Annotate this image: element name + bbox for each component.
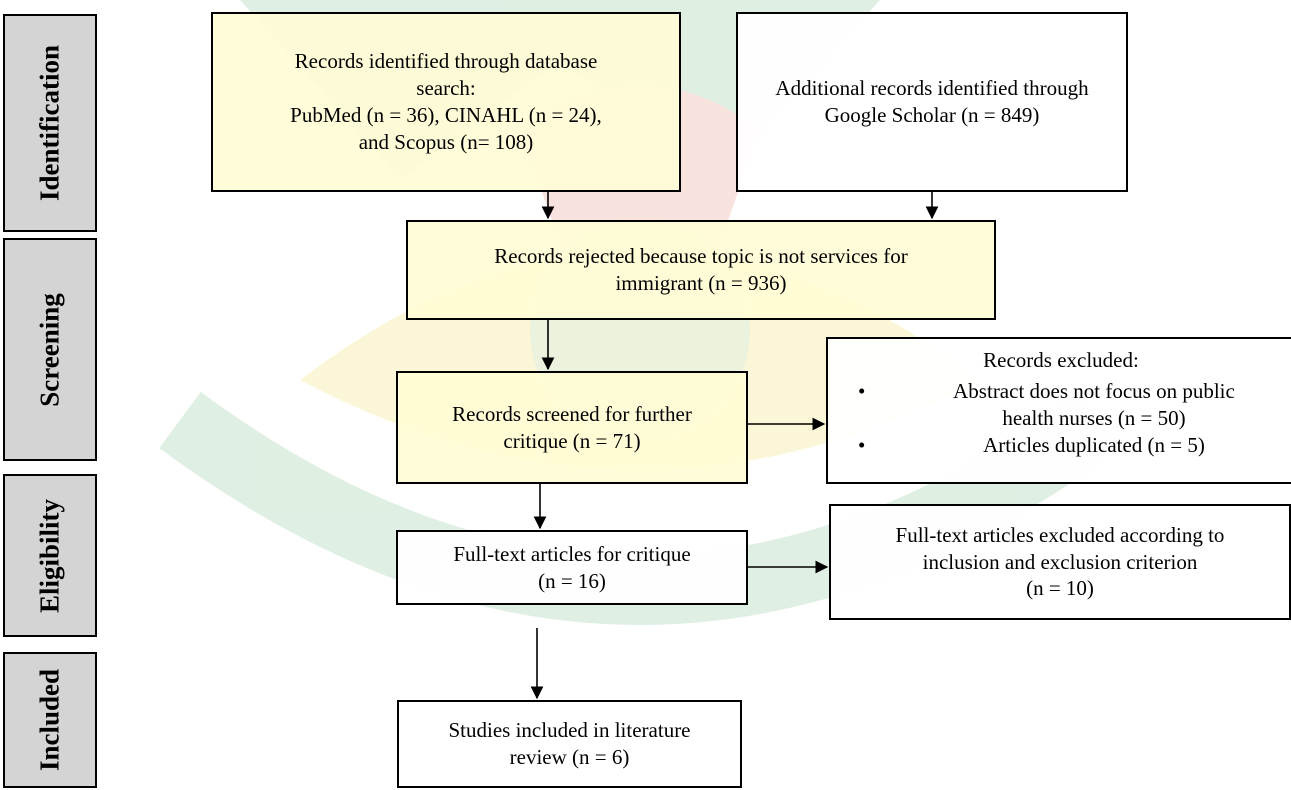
list-item-text: health nurses (n = 50)	[1002, 405, 1186, 430]
box-text: (n = 16)	[538, 568, 606, 593]
box-text: Records rejected because topic is not se…	[494, 244, 908, 269]
database-search-box: Records identified through database sear…	[211, 12, 681, 192]
box-text: Studies included in literature	[448, 718, 691, 743]
box-title: Records excluded:	[983, 348, 1139, 372]
list-item-text: Abstract does not focus on public	[953, 378, 1235, 403]
box-text: Records identified through database	[294, 49, 598, 74]
list-item: • Articles duplicated (n = 5)	[838, 432, 1284, 459]
stage-label: Included	[34, 668, 65, 772]
stage-eligibility: Eligibility	[3, 474, 97, 637]
box-text: inclusion and exclusion criterion	[922, 549, 1198, 574]
full-text-excluded-box: Full-text articles excluded according to…	[829, 504, 1291, 620]
box-text: search:	[416, 76, 476, 101]
bullet-icon: •	[858, 432, 866, 457]
stage-included: Included	[3, 652, 97, 788]
records-excluded-box: Records excluded: • Abstract does not fo…	[826, 337, 1291, 484]
box-text: Additional records identified through	[775, 76, 1089, 101]
box-text: Full-text articles for critique	[453, 541, 691, 566]
full-text-articles-box: Full-text articles for critique (n = 16)	[396, 530, 748, 605]
stage-screening: Screening	[3, 238, 97, 461]
rejected-records-box: Records rejected because topic is not se…	[406, 220, 996, 320]
stage-label: Eligibility	[34, 498, 65, 613]
box-text: Google Scholar (n = 849)	[824, 103, 1040, 127]
box-text: immigrant (n = 936)	[615, 271, 787, 295]
bullet-icon: •	[858, 378, 866, 403]
studies-included-box: Studies included in literature review (n…	[397, 700, 742, 788]
screened-records-box: Records screened for further critique (n…	[396, 371, 748, 484]
list-item: • Abstract does not focus on public heal…	[838, 378, 1284, 432]
google-scholar-box: Additional records identified through Go…	[736, 12, 1128, 192]
list-item-text: Articles duplicated (n = 5)	[983, 432, 1205, 457]
box-text: (n = 10)	[1026, 576, 1094, 601]
stage-label: Identification	[34, 44, 65, 202]
box-text: Full-text articles excluded according to	[895, 522, 1225, 547]
excluded-list: • Abstract does not focus on public heal…	[838, 378, 1284, 459]
stage-identification: Identification	[3, 14, 97, 232]
box-text: and Scopus (n= 108)	[358, 129, 534, 154]
stage-label: Screening	[34, 292, 65, 407]
box-text: Records screened for further	[452, 401, 692, 426]
box-text: review (n = 6)	[509, 745, 630, 769]
box-text: critique (n = 71)	[503, 428, 641, 453]
box-text: PubMed (n = 36), CINAHL (n = 24),	[290, 103, 602, 127]
